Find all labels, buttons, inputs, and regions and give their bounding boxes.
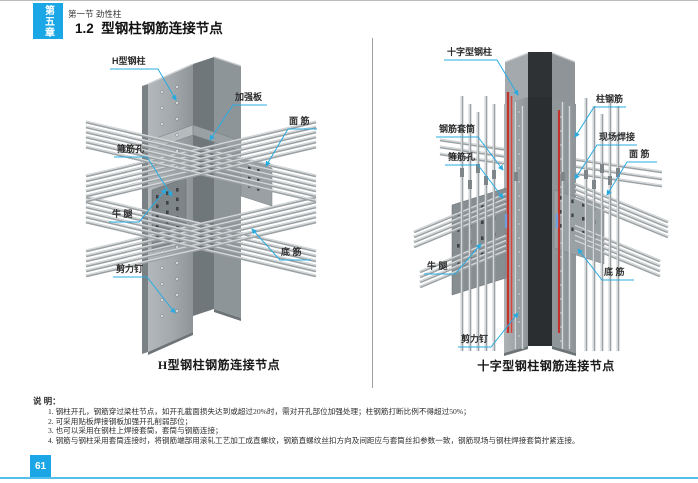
figure-caption-left: H型钢柱钢筋连接节点 [157,358,281,372]
page-number-badge: 61 [30,455,51,477]
cruciform-column-diagram [413,52,669,356]
note-item: 3. 也可以采用在钢柱上焊接套筒，套筒与钢筋连接； [48,426,223,436]
label-corbel: 牛 腿 [112,209,133,219]
section-label: 第一节 劲性柱 [68,9,122,19]
page-title: 1.2 型钢柱钢筋连接节点 [75,21,223,36]
rebar-couplers [460,164,620,189]
label-stiffener-plate: 加强板 [235,92,263,102]
leader-lines [109,59,657,348]
label-top-rebar: 面 筋 [629,149,650,159]
note-item: 4. 钢筋与钢柱采用套筒连接时，将钢筋端部用滚轧工艺加工成直螺纹，钢筋直螺纹丝扣… [48,436,580,446]
label-stirrup-hole: 箍筋孔 [117,144,145,154]
label-bottom-rebar: 底 筋 [604,267,625,277]
note-item: 1. 钢柱开孔，钢筋穿过梁柱节点，如开孔截面损失达到或超过20%时，需对开孔部位… [48,407,471,416]
highlighted-rebars [504,92,561,333]
notes-title: 说 明： [33,396,61,406]
label-cruciform-column: 十字型钢柱 [447,47,493,57]
label-rebar-coupler: 钢筋套筒 [439,124,476,134]
notes-section: 说 明： 1. 钢柱开孔，钢筋穿过梁柱节点，如开孔截面损失达到或超过20%时，需… [33,396,688,446]
note-item: 2. 可采用贴板焊接钢板加强开孔削弱部位； [48,416,193,426]
top-rule [0,0,698,1]
chapter-badge: 第五章 [33,3,63,39]
label-site-weld: 现场焊接 [599,132,636,142]
panel-divider [372,38,373,388]
h-column-diagram [85,56,317,355]
column-rebars [460,96,620,351]
label-corbel: 牛 腿 [427,261,448,271]
label-h-column: H型钢柱 [112,56,146,66]
label-column-rebar: 柱钢筋 [596,94,624,104]
label-top-rebar: 面 筋 [289,116,310,126]
label-shear-stud: 剪力钉 [461,334,489,344]
label-bottom-rebar: 底 筋 [281,247,302,257]
beam-rebars [85,120,317,278]
label-shear-stud: 剪力钉 [116,264,144,274]
bottom-rule [0,477,698,479]
figure-caption-right: 十字型钢柱钢筋连接节点 [477,359,615,373]
label-stirrup-hole: 箍筋孔 [448,152,476,162]
